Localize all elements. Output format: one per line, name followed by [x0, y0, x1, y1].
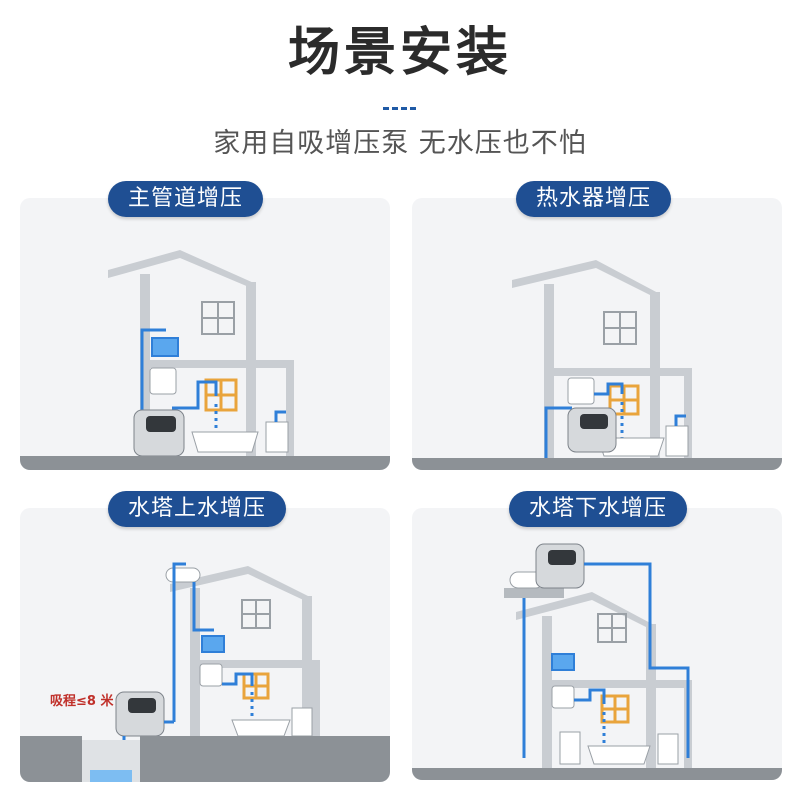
sink-icon	[291, 707, 313, 737]
bathtub-icon	[231, 719, 291, 737]
bathtub-icon	[587, 745, 651, 765]
water-heater	[149, 367, 177, 395]
water-tank	[551, 653, 575, 671]
roof-tank	[165, 567, 201, 583]
lit-window-icon	[600, 694, 630, 724]
scene-label-tower-top: 水塔上水增压	[108, 491, 287, 527]
lit-window-icon	[608, 384, 640, 416]
sink-icon	[657, 733, 679, 765]
scene-label-tower-bottom: 水塔下水增压	[509, 491, 688, 527]
window-icon	[241, 599, 271, 629]
scene-label-main-pipeline: 主管道增压	[108, 181, 264, 217]
water-tank	[201, 635, 225, 653]
water-heater	[199, 663, 223, 687]
water-heater	[551, 685, 575, 709]
well-water	[90, 770, 132, 782]
basin-icon	[559, 731, 581, 765]
window-icon	[603, 311, 637, 345]
suction-lift-annotation: 吸程≤8 米	[50, 694, 114, 709]
sink-icon	[665, 425, 689, 457]
scene-illustration-4	[412, 543, 782, 780]
window-icon	[597, 613, 627, 643]
page-title: 场景安装	[287, 23, 512, 83]
scene-illustration-2	[412, 260, 782, 470]
sink-icon	[265, 421, 289, 453]
lit-window-icon	[242, 672, 270, 700]
water-tank	[151, 337, 179, 357]
page-subtitle: 家用自吸增压泵 无水压也不怕	[213, 128, 587, 159]
scene-tower-top	[20, 508, 390, 782]
water-heater	[567, 377, 595, 405]
scene-water-heater	[412, 198, 782, 470]
bathtub-icon	[191, 431, 259, 453]
scene-main-pipeline	[20, 198, 390, 470]
scene-tower-bottom	[412, 508, 782, 780]
window-icon	[201, 301, 235, 335]
scene-illustration-1	[20, 250, 390, 470]
scene-illustration-3	[20, 562, 390, 782]
title-divider	[383, 107, 417, 110]
scene-label-water-heater: 热水器增压	[516, 181, 672, 217]
lit-window-icon	[204, 378, 238, 412]
